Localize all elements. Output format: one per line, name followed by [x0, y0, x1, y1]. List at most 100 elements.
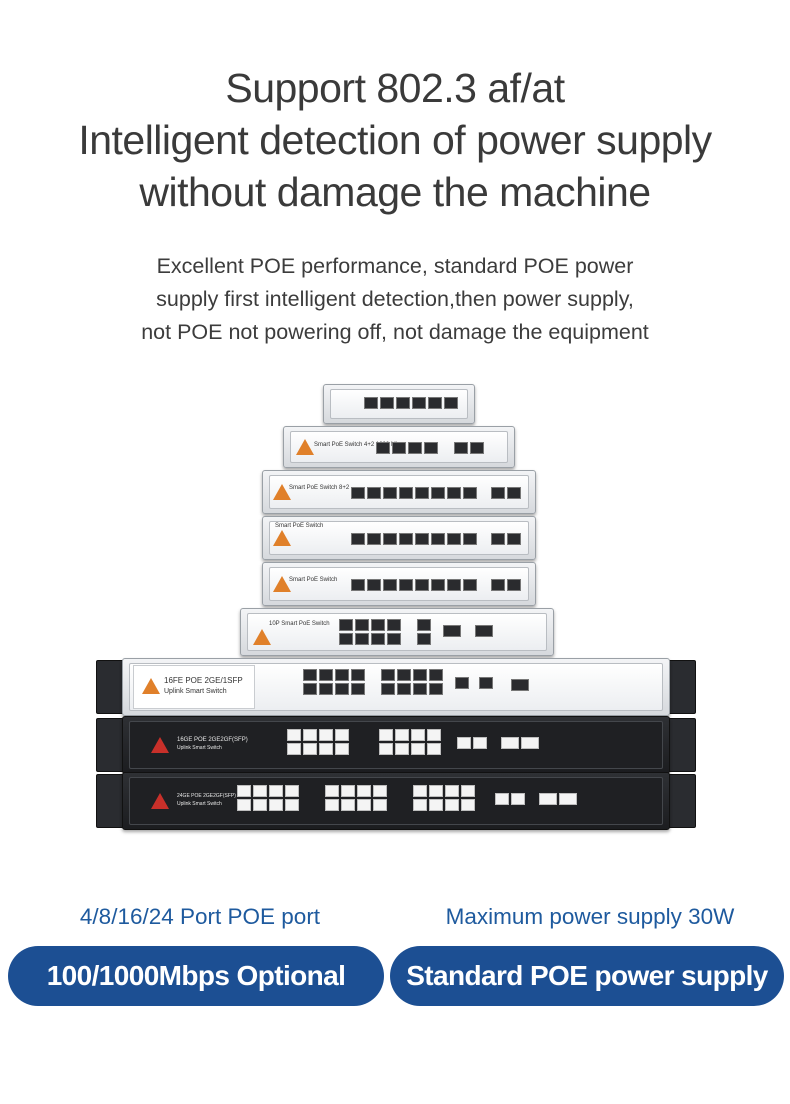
ethernet-port — [387, 619, 401, 631]
ethernet-port — [447, 533, 461, 545]
ethernet-port — [303, 743, 317, 755]
switch-model-label: 10P Smart PoE Switch — [269, 621, 330, 627]
ethernet-port — [447, 579, 461, 591]
ethernet-port — [367, 533, 381, 545]
ethernet-port — [511, 793, 525, 805]
ethernet-port — [387, 633, 401, 645]
sfp-port-group — [501, 737, 539, 749]
port-group — [413, 785, 485, 811]
sfp-port — [559, 793, 577, 805]
ethernet-port — [397, 669, 411, 681]
ethernet-port — [339, 633, 353, 645]
ethernet-port — [237, 785, 251, 797]
ethernet-port — [408, 442, 422, 454]
ethernet-port — [379, 729, 393, 741]
port-group — [287, 729, 359, 755]
rack-ear-right — [666, 660, 696, 714]
description: Excellent POE performance, standard POE … — [0, 250, 790, 349]
ethernet-port — [445, 785, 459, 797]
brand-logo-icon — [273, 484, 291, 500]
switch-model-label: 24GE POE 2GE2GF(SFP) — [177, 793, 236, 799]
ethernet-port — [367, 487, 381, 499]
ethernet-port — [319, 683, 333, 695]
ethernet-port — [351, 683, 365, 695]
ethernet-port — [507, 487, 521, 499]
brand-logo-icon — [142, 678, 160, 694]
sfp-port-group — [539, 793, 577, 805]
switch-8plus2-a: Smart PoE Switch 8+2 — [262, 470, 536, 514]
ethernet-port — [380, 397, 394, 409]
ethernet-port — [287, 743, 301, 755]
ethernet-port — [397, 683, 411, 695]
switch-label-panel: 16FE POE 2GE/1SFP Uplink Smart Switch — [133, 665, 255, 709]
ethernet-port — [253, 785, 267, 797]
ethernet-port — [429, 669, 443, 681]
ethernet-port — [364, 397, 378, 409]
ethernet-port — [427, 729, 441, 741]
port-group — [351, 487, 477, 499]
switch-model-label: Smart PoE Switch 8+2 — [289, 485, 350, 491]
ethernet-port — [395, 729, 409, 741]
ethernet-port — [371, 619, 385, 631]
ethernet-port — [429, 785, 443, 797]
ethernet-port — [479, 677, 493, 689]
uplink-port-group — [455, 677, 493, 689]
uplink-port-group — [495, 793, 525, 805]
sfp-port-group — [511, 679, 529, 691]
ethernet-port — [411, 743, 425, 755]
feature-caption-power: Maximum power supply 30W — [445, 904, 735, 929]
ethernet-port — [470, 442, 484, 454]
brand-logo-icon — [151, 793, 169, 809]
ethernet-port — [341, 785, 355, 797]
ethernet-port — [445, 799, 459, 811]
ethernet-port — [412, 397, 426, 409]
switch-face — [269, 475, 529, 509]
ethernet-port — [411, 729, 425, 741]
brand-logo-icon — [253, 629, 271, 645]
ethernet-port — [461, 799, 475, 811]
ethernet-port — [335, 743, 349, 755]
ethernet-port — [325, 785, 339, 797]
ethernet-port — [491, 579, 505, 591]
switch-24ge-rack: 24GE POE 2GE2GF(SFP) Uplink Smart Switch — [122, 772, 670, 830]
ethernet-port — [427, 743, 441, 755]
port-group — [381, 669, 453, 695]
ethernet-port — [339, 619, 353, 631]
port-group — [237, 785, 309, 811]
ethernet-port — [319, 729, 333, 741]
ethernet-port — [429, 683, 443, 695]
ethernet-port — [417, 633, 431, 645]
rack-ear-left — [96, 660, 126, 714]
switch-16fe-rack: 16FE POE 2GE/1SFP Uplink Smart Switch — [122, 658, 670, 716]
ethernet-port — [429, 799, 443, 811]
ethernet-port — [351, 579, 365, 591]
ethernet-port — [351, 533, 365, 545]
ethernet-port — [303, 729, 317, 741]
ethernet-port — [431, 487, 445, 499]
port-group — [364, 397, 458, 409]
ethernet-port — [373, 799, 387, 811]
ethernet-port — [415, 487, 429, 499]
ethernet-port — [473, 737, 487, 749]
ethernet-port — [463, 533, 477, 545]
ethernet-port — [303, 683, 317, 695]
uplink-port-group — [454, 442, 484, 454]
ethernet-port — [367, 579, 381, 591]
ethernet-port — [371, 633, 385, 645]
ethernet-port — [392, 442, 406, 454]
ethernet-port — [287, 729, 301, 741]
switch-model-label: Smart PoE Switch — [289, 577, 338, 583]
brand-logo-icon — [273, 576, 291, 592]
switch-model-label: 16GE POE 2GE2GF(SFP) — [177, 737, 248, 743]
rack-ear-left — [96, 718, 126, 772]
feature-caption-ports: 4/8/16/24 Port POE port — [79, 904, 321, 929]
ethernet-port — [428, 397, 442, 409]
ethernet-port — [395, 743, 409, 755]
sfp-port — [521, 737, 539, 749]
ethernet-port — [415, 533, 429, 545]
ethernet-port — [463, 579, 477, 591]
ethernet-port — [285, 785, 299, 797]
ethernet-port — [396, 397, 410, 409]
ethernet-port — [413, 799, 427, 811]
switch-subtitle: Uplink Smart Switch — [177, 745, 222, 751]
